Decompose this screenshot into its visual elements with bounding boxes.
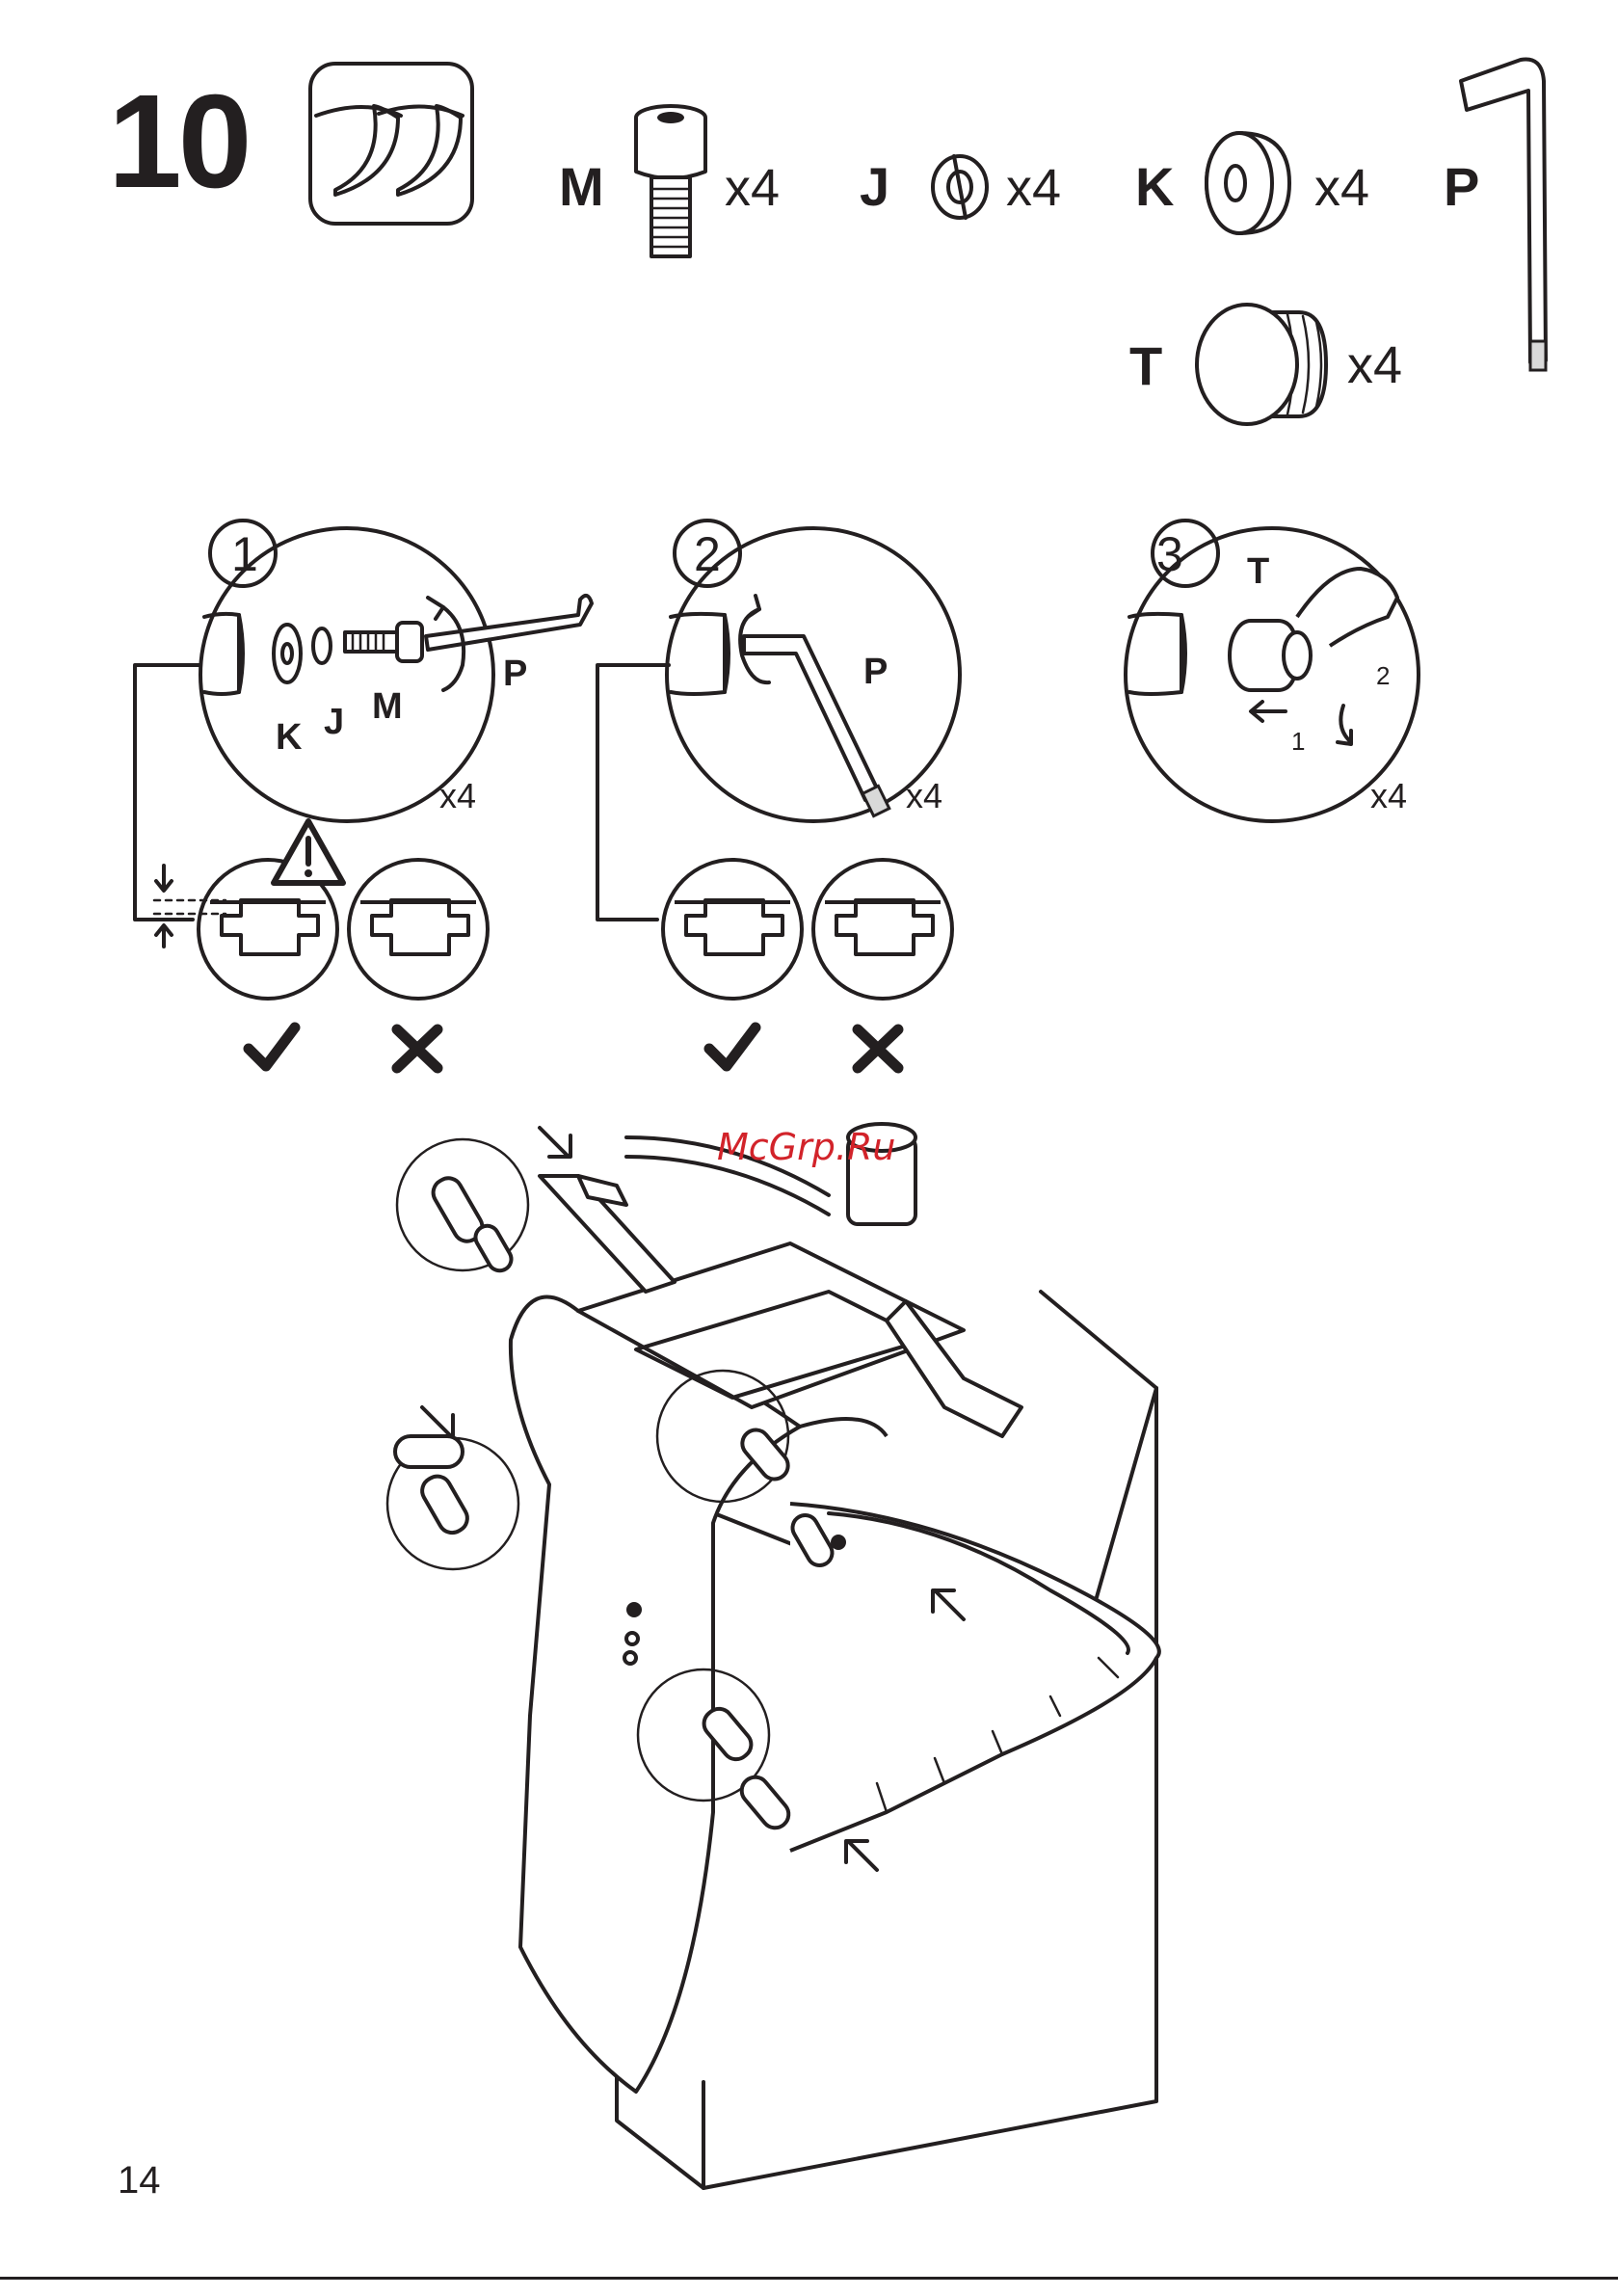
substep-1-label-p: P <box>503 655 527 692</box>
substep-1-label-k: K <box>276 719 302 756</box>
flat-washer-icon <box>1197 125 1293 241</box>
part-t-letter: T <box>1129 339 1162 393</box>
part-k-qty: x4 <box>1314 162 1369 214</box>
substep-3-qty: x4 <box>1370 779 1407 814</box>
cap-plug-icon <box>1191 299 1336 430</box>
page-number: 14 <box>118 2159 161 2203</box>
warning-triangle-icon <box>270 817 347 887</box>
substep-1-label-j: J <box>324 704 344 740</box>
check-mark-icon <box>703 1022 761 1074</box>
part-t-qty: x4 <box>1347 339 1402 391</box>
chair-armrest-assembly-illustration <box>424 1118 1214 2217</box>
part-j-qty: x4 <box>1006 162 1061 214</box>
armrest-pair-icon <box>306 60 480 228</box>
substep-1-number: 1 <box>231 530 258 578</box>
part-m-qty: x4 <box>725 162 780 214</box>
cross-mark-icon <box>391 1024 443 1074</box>
watermark: McGrp.Ru <box>717 1126 895 1168</box>
substep-3-arrow-1-label: 1 <box>1291 729 1305 754</box>
spring-washer-icon <box>927 150 993 224</box>
substep-2-label-p: P <box>863 654 888 690</box>
substep-2-detail <box>590 511 995 1012</box>
cross-mark-icon <box>852 1024 904 1074</box>
substep-3-arrow-2-label: 2 <box>1376 663 1390 688</box>
part-m-letter: M <box>559 160 604 214</box>
part-j-letter: J <box>860 160 889 214</box>
screw-bolt-icon <box>632 104 709 263</box>
substep-3-label-t: T <box>1247 553 1269 590</box>
part-k-letter: K <box>1135 160 1174 214</box>
check-mark-icon <box>243 1022 301 1074</box>
substep-3-number: 3 <box>1156 530 1183 578</box>
substep-1-label-m: M <box>372 688 403 725</box>
allen-key-icon <box>1453 52 1559 380</box>
substep-1-qty: x4 <box>439 779 476 814</box>
footer-rule <box>0 2277 1618 2280</box>
substep-2-qty: x4 <box>906 779 942 814</box>
step-number: 10 <box>108 75 249 208</box>
substep-1-detail <box>125 511 626 1012</box>
substep-2-number: 2 <box>694 530 721 578</box>
